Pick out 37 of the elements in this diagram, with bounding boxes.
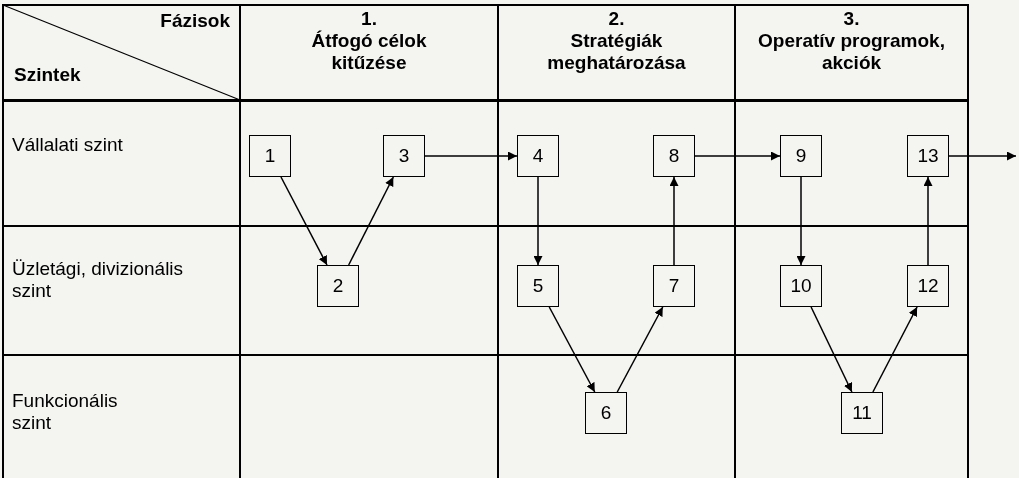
arrow bbox=[347, 176, 395, 266]
row-header: Funkcionális szint bbox=[12, 390, 119, 434]
arrow bbox=[810, 306, 853, 393]
row-header: Vállalati szint bbox=[12, 134, 124, 156]
arrow bbox=[796, 176, 806, 266]
arrow bbox=[923, 176, 933, 266]
arrow bbox=[548, 306, 596, 393]
step-box: 3 bbox=[383, 135, 425, 177]
step-box: 7 bbox=[653, 265, 695, 307]
arrow bbox=[533, 176, 543, 266]
arrow bbox=[669, 176, 679, 266]
column-header: Átfogó célok kitűzése bbox=[310, 30, 428, 74]
column-header: Operatív programok, akciók bbox=[757, 30, 946, 74]
column-header: 3. bbox=[842, 8, 861, 30]
step-box: 10 bbox=[780, 265, 822, 307]
step-box: 11 bbox=[841, 392, 883, 434]
column-header: 2. bbox=[607, 8, 626, 30]
step-box: 9 bbox=[780, 135, 822, 177]
step-box: 4 bbox=[517, 135, 559, 177]
arrow bbox=[616, 306, 664, 393]
column-header: Stratégiák meghatározása bbox=[546, 30, 687, 74]
column-header: Fázisok bbox=[159, 10, 230, 32]
arrow bbox=[872, 306, 918, 393]
step-box: 12 bbox=[907, 265, 949, 307]
step-box: 8 bbox=[653, 135, 695, 177]
arrow bbox=[280, 176, 328, 266]
row-header: Üzletági, divizionális szint bbox=[12, 258, 185, 302]
step-box: 5 bbox=[517, 265, 559, 307]
step-box: 13 bbox=[907, 135, 949, 177]
step-box: 6 bbox=[585, 392, 627, 434]
column-header: 1. bbox=[360, 8, 378, 30]
step-box: 2 bbox=[317, 265, 359, 307]
arrow bbox=[948, 151, 1017, 161]
arrow bbox=[694, 151, 781, 161]
column-header: Szintek bbox=[14, 64, 82, 86]
step-box: 1 bbox=[249, 135, 291, 177]
arrow bbox=[424, 151, 518, 161]
